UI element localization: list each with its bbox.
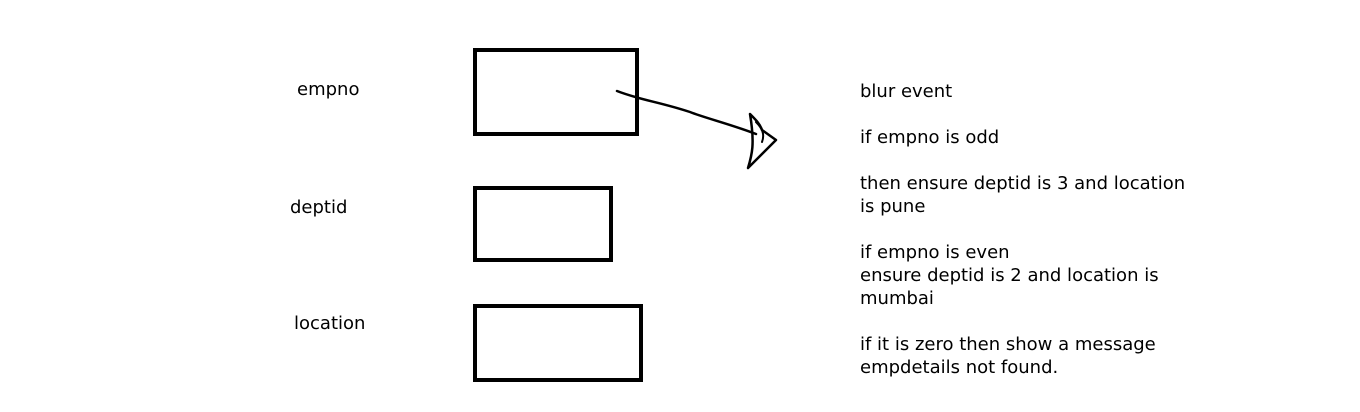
note-line: mumbai <box>860 288 934 309</box>
arrow-head <box>746 112 778 170</box>
note-line: ensure deptid is 2 and location is <box>860 265 1159 286</box>
empno-label: empno <box>297 79 360 100</box>
note-line: if empno is even <box>860 242 1010 263</box>
empno-input-box[interactable] <box>473 48 639 136</box>
location-label: location <box>294 313 366 334</box>
note-line: empdetails not found. <box>860 357 1059 378</box>
note-line: then ensure deptid is 3 and location <box>860 173 1186 194</box>
arrow-head-inner <box>755 121 765 143</box>
note-line: blur event <box>860 81 953 102</box>
location-input-box[interactable] <box>473 304 643 382</box>
deptid-label: deptid <box>290 197 348 218</box>
note-line: if empno is odd <box>860 127 1000 148</box>
note-line: is pune <box>860 196 926 217</box>
deptid-input-box[interactable] <box>473 186 613 262</box>
note-line: if it is zero then show a message <box>860 334 1156 355</box>
